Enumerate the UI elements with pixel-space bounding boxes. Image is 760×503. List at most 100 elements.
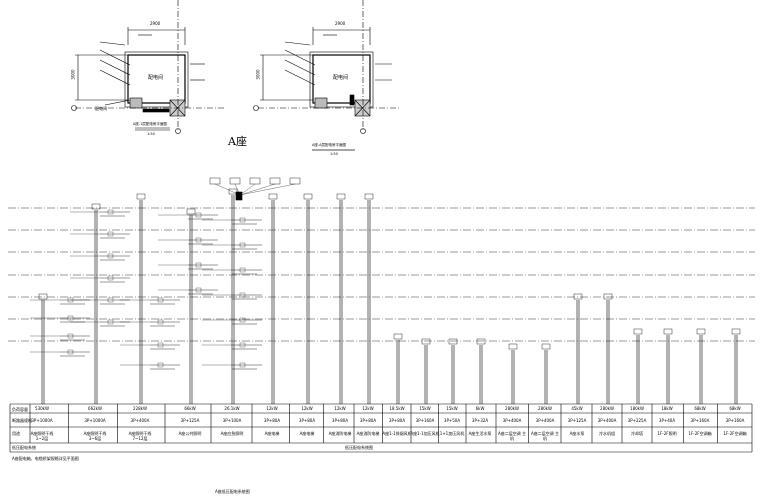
table-cell-load: 12kW (334, 406, 346, 411)
plan-1-scale: 1:50 (147, 132, 155, 136)
plan-1-room-label: 配电间 (95, 106, 107, 111)
table-cell-use: A座生活水泵 (468, 431, 492, 436)
table-cell-breaker: 3P+400A (597, 418, 617, 423)
table-cell-use: A座水泵 (569, 431, 585, 436)
table-cell-breaker: 3P+100A (222, 418, 242, 423)
feeder-riser (421, 338, 431, 404)
feeder-riser (186, 208, 196, 404)
branch-circuit (202, 317, 262, 325)
table-cell-load: 18.5kW (389, 406, 405, 411)
table-cell-breaker: 3P+80A (359, 418, 377, 423)
table-cell-load: 6kW (475, 406, 485, 411)
table-cell-breaker: 3P+125A (567, 418, 587, 423)
table-cell-use: 1F-2F空调箱 (723, 431, 747, 436)
feeder-riser (633, 328, 643, 404)
feeder-riser (38, 293, 48, 404)
table-cell-use: A座应急照明 (220, 431, 244, 436)
table-cell-use: 1F-2F空调箱 (688, 431, 712, 436)
table-cell-breaker: 3P+125A (180, 418, 200, 423)
branch-circuit (202, 292, 262, 300)
branch-circuit (120, 362, 180, 370)
row-label-breaker: 断路器规格 (12, 418, 32, 423)
branch-circuit (70, 209, 130, 217)
branch-circuit (30, 315, 90, 323)
branch-circuit (30, 333, 90, 341)
table-cell-use: A座消防电梯 (356, 431, 380, 436)
table-cell-breaker: 3P+400A (130, 418, 150, 423)
table-cell-use: 冷水机组 (599, 431, 615, 436)
branch-circuit (158, 262, 218, 270)
table-cell-load: 18kW (661, 406, 673, 411)
system-label: 低压配电系统图 (345, 445, 373, 450)
plan-2-room-name: 配电间 (333, 75, 349, 81)
feeder-riser (731, 328, 741, 404)
feeder-riser (476, 338, 486, 404)
branch-circuit (30, 349, 90, 357)
branch-circuit (202, 217, 262, 225)
table-cell-breaker: 3P+80A (388, 418, 406, 423)
feeder-riser (228, 188, 238, 404)
table-cell-use: A座二层空调 主机 (530, 431, 559, 441)
plan-2-dim-top: 2900 (335, 21, 346, 26)
feeder-riser (268, 193, 278, 404)
table-cell-use: A座1-1加压风机 (410, 431, 440, 436)
table-cell-breaker: 3P+225A (627, 418, 647, 423)
table-cell-load: 12kW (362, 406, 374, 411)
table-cell-load: 662kW (88, 406, 102, 411)
branch-circuit (158, 237, 218, 245)
table-cell-breaker: 3P+1000A (31, 418, 53, 423)
row-label-load: 负荷容量 (12, 407, 28, 412)
table-cell-use: A座二层空调 主机 (497, 431, 526, 441)
branch-circuit (70, 231, 130, 239)
table-cell-load: 12kW (301, 406, 313, 411)
branch-circuit (70, 275, 130, 283)
table-cell-load: 45kW (571, 406, 583, 411)
table-cell-load: 180kW (630, 406, 644, 411)
table-cell-breaker: 3P+80A (331, 418, 349, 423)
table-cell-use: A座1-1排烟风机 (382, 431, 412, 436)
building-label: A座 (228, 135, 247, 148)
table-cell-breaker: 3P+1000A (84, 418, 106, 423)
feeder-riser (136, 193, 146, 404)
table-cell-breaker: 3P+80A (298, 418, 316, 423)
table-cell-use: A座照明干线 1~2层 (30, 431, 54, 441)
room-plan-1 (71, 0, 225, 134)
feeder-riser (448, 338, 458, 404)
feeder-riser (663, 328, 673, 404)
table-cell-breaker: 3P+160A (415, 418, 435, 423)
branch-circuit (70, 253, 130, 261)
table-cell-use: A座照明干线 7~12层 (128, 431, 152, 441)
feeder-riser (603, 293, 613, 404)
row-label-system: 低压配电系统 (12, 445, 36, 450)
branch-circuit (70, 297, 130, 305)
table-cell-load: 68kW (729, 406, 741, 411)
table-cell-breaker: 3P+400A (535, 418, 555, 423)
table-cell-use: A座照明干线 3~6层 (83, 431, 107, 441)
note-1: A座配电箱、电缆桥架规格详见平面图 (12, 456, 79, 461)
feeder-riser (696, 328, 706, 404)
table-cell-load: 26.1kW (224, 406, 240, 411)
feeder-riser (541, 343, 551, 404)
plan-1-caption: A座-1层配电房平面图 (133, 122, 167, 126)
feeder-riser (508, 343, 518, 404)
table-cell-breaker: 3P+160A (725, 418, 745, 423)
table-cell-breaker: 3P+400A (502, 418, 522, 423)
plan-2-caption: A座-A层配电房平面图 (312, 143, 347, 147)
feeder-riser (393, 333, 403, 404)
table-cell-load: 280kW (600, 406, 614, 411)
feeder-riser (91, 203, 101, 404)
riser-lines (30, 177, 741, 404)
table-cell-use: A座公共照明 (178, 431, 202, 436)
table-cell-use: A座消防电梯 (328, 431, 352, 436)
feeder-riser (573, 293, 583, 404)
branch-circuit (202, 242, 262, 250)
table-cell-breaker: 3P+50A (443, 418, 461, 423)
row-label-use: 用途 (12, 431, 20, 436)
table-cell-use: 1F-2F照明 (657, 431, 677, 436)
table-cell-use: A座电梯 (299, 431, 315, 436)
table-cell-load: 68kW (694, 406, 706, 411)
branch-circuit (120, 342, 180, 350)
bottom-caption: A座低压配电系统图 (215, 489, 250, 494)
feeder-riser (336, 193, 346, 404)
